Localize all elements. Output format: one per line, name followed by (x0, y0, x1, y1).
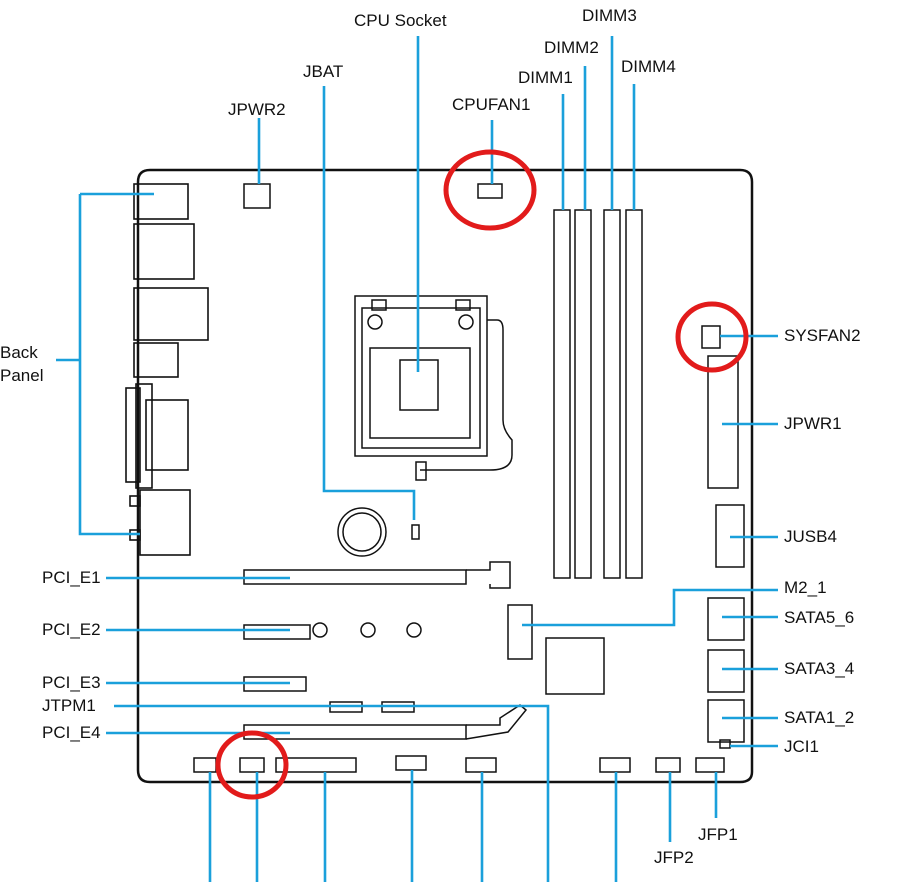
label-pci-e1: PCI_E1 (42, 568, 101, 587)
cpu-socket (354, 295, 513, 481)
label-sata3-4: SATA3_4 (784, 659, 855, 678)
label-pci-e2: PCI_E2 (42, 620, 101, 639)
label-back-panel-2: Panel (0, 366, 44, 385)
label-jpwr2: JPWR2 (228, 100, 286, 119)
sysfan2-highlight (675, 301, 749, 373)
label-dimm2: DIMM2 (544, 38, 599, 57)
label-jci1: JCI1 (784, 737, 819, 756)
label-sysfan2: SYSFAN2 (784, 326, 861, 345)
label-cpufan1: CPUFAN1 (452, 95, 531, 114)
label-sata1-2: SATA1_2 (784, 708, 855, 727)
sysfan-bottom-highlight (215, 730, 289, 800)
cpufan1-highlight (443, 149, 537, 231)
label-cpu-socket: CPU Socket (354, 11, 447, 30)
label-dimm1: DIMM1 (518, 68, 573, 87)
label-m2-1: M2_1 (784, 578, 827, 597)
dimm-slots (553, 209, 643, 579)
leader-lines (56, 36, 778, 882)
label-jpwr1: JPWR1 (784, 414, 842, 433)
cmos-battery (337, 507, 387, 557)
board-outline (136, 168, 754, 784)
label-jtpm1: JTPM1 (42, 696, 96, 715)
label-jbat: JBAT (303, 62, 344, 81)
label-pci-e3: PCI_E3 (42, 673, 101, 692)
right-edge-connectors (707, 355, 745, 749)
label-jfp2: JFP2 (654, 848, 694, 867)
label-back-panel-1: Back (0, 343, 38, 362)
misc-components (312, 524, 605, 713)
fan-headers (239, 183, 721, 773)
label-dimm4: DIMM4 (621, 57, 676, 76)
label-sata5-6: SATA5_6 (784, 608, 855, 627)
bottom-headers (193, 755, 725, 773)
label-pci-e4: PCI_E4 (42, 723, 101, 742)
highlight-circles (215, 149, 749, 800)
jpwr2-connector (243, 183, 271, 209)
label-dimm3: DIMM3 (582, 6, 637, 25)
label-jusb4: JUSB4 (784, 527, 837, 546)
label-jfp1: JFP1 (698, 825, 738, 844)
